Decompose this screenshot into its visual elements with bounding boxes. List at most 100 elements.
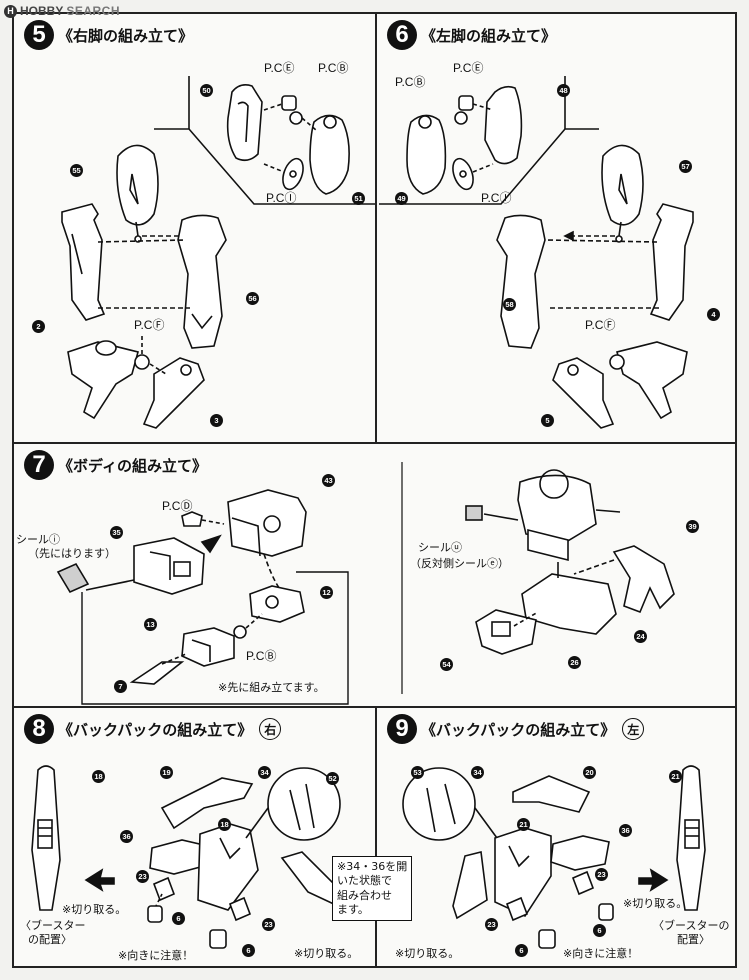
step-6-pc-f-label: P.CⒻ	[585, 318, 616, 332]
step-6-part-4: 4	[707, 308, 720, 321]
step-8-part-36: 36	[120, 830, 133, 843]
step-8-part-23b: 23	[262, 918, 275, 931]
step-5-part-55: 55	[70, 164, 83, 177]
step-5-part-2: 2	[32, 320, 45, 333]
step-9-part-20: 20	[583, 766, 596, 779]
step-9-part-21b: 21	[517, 818, 530, 831]
hobby-logo-icon: H	[4, 4, 17, 18]
step-7-panel: 7 《ボディの組み立て》	[12, 442, 737, 708]
step-8-part-23a: 23	[136, 870, 149, 883]
step-9-part-53: 53	[411, 766, 424, 779]
step-8-part-34: 34	[258, 766, 271, 779]
step-8-panel: 8 《バックパックの組み立て》 右 ※切り取る。 ※切り取る。 ※向きに注意！ …	[12, 706, 413, 968]
step-6-pc-i-label: P.CⒾ	[481, 191, 512, 205]
step-8-assembly-note-box: ※34・36を開 いた状態で 組み合わせ ます。	[332, 856, 413, 922]
step-8-part-19: 19	[160, 766, 173, 779]
step-6-number: 6	[387, 20, 417, 50]
step-5-part-3: 3	[210, 414, 223, 427]
step-9-part-6b: 6	[515, 944, 528, 957]
step-6-part-57: 57	[679, 160, 692, 173]
watermark-brand: HOBBY	[20, 4, 64, 18]
step-7-title: 《ボディの組み立て》	[58, 456, 207, 475]
step-8-box-line-2: いた状態で	[337, 874, 392, 888]
step-9-booster-caption-2: 配置〉	[677, 933, 710, 946]
watermark-suffix: SEARCH	[66, 4, 121, 18]
step-6-part-5: 5	[541, 414, 554, 427]
step-8-header: 8 《バックパックの組み立て》 右	[24, 714, 282, 744]
step-7-part-35: 35	[110, 526, 123, 539]
step-9-booster-caption-1: 〈ブースターの	[653, 919, 730, 932]
step-8-cut-note-2: ※切り取る。	[294, 947, 359, 960]
step-9-panel: 9 《バックパックの組み立て》 左 ※切り取る。 ※切り取る。 ※向きに注意！ …	[375, 706, 737, 968]
step-7-seal-i-note: （先にはります）	[28, 547, 116, 560]
step-8-box-line-3: 組み合わせ	[337, 888, 392, 902]
step-7-part-54: 54	[440, 658, 453, 671]
step-8-part-18b: 18	[218, 818, 231, 831]
step-5-part-50: 50	[200, 84, 213, 97]
step-7-part-24: 24	[634, 630, 647, 643]
step-7-part-13: 13	[144, 618, 157, 631]
step-7-part-26: 26	[568, 656, 581, 669]
step-8-box-line-4: ます。	[337, 902, 369, 916]
step-8-side-badge: 右	[259, 718, 282, 740]
step-5-panel: 5 《右脚の組み立て》	[12, 12, 377, 444]
step-9-direction-note: ※向きに注意！	[563, 947, 639, 960]
step-8-number: 8	[24, 714, 54, 744]
step-7-seal-u-note: （反対側シールⓔ）	[410, 557, 509, 570]
step-8-direction-note: ※向きに注意！	[118, 949, 194, 962]
step-7-header: 7 《ボディの組み立て》	[24, 450, 207, 480]
step-6-part-48: 48	[557, 84, 570, 97]
step-8-part-52: 52	[326, 772, 339, 785]
step-6-part-49: 49	[395, 192, 408, 205]
step-5-part-56: 56	[246, 292, 259, 305]
step-6-part-58: 58	[503, 298, 516, 311]
step-9-side-badge: 左	[622, 718, 645, 740]
step-5-pc-f-label: P.CⒻ	[134, 318, 165, 332]
step-9-cut-note-2: ※切り取る。	[395, 947, 460, 960]
step-9-number: 9	[387, 714, 417, 744]
step-6-pc-b-label: P.CⒷ	[395, 75, 426, 89]
step-5-number: 5	[24, 20, 54, 50]
step-5-pc-i-label: P.CⒾ	[266, 191, 297, 205]
step-8-drawing	[31, 765, 343, 949]
step-6-title: 《左脚の組み立て》	[421, 26, 557, 45]
step-7-part-39: 39	[686, 520, 699, 533]
step-7-pc-d-label: P.CⒹ	[162, 499, 193, 513]
step-8-part-6b: 6	[242, 944, 255, 957]
step-7-part-12: 12	[320, 586, 333, 599]
step-9-title: 《バックパックの組み立て》	[421, 720, 616, 739]
step-7-part-7: 7	[114, 680, 127, 693]
step-7-seal-u-label: シールⓤ	[418, 541, 462, 554]
step-9-part-21a: 21	[669, 770, 682, 783]
step-7-number: 7	[24, 450, 54, 480]
step-8-booster-caption-2: の配置〉	[28, 933, 72, 946]
step-9-part-34: 34	[471, 766, 484, 779]
step-5-header: 5 《右脚の組み立て》	[24, 20, 193, 50]
step-6-pc-e-label: P.CⒺ	[453, 61, 484, 75]
step-8-part-6a: 6	[172, 912, 185, 925]
step-9-part-23a: 23	[595, 868, 608, 881]
step-7-pc-b-label: P.CⒷ	[246, 649, 277, 663]
step-5-title: 《右脚の組み立て》	[58, 26, 194, 45]
step-5-pc-b-label: P.CⒷ	[318, 61, 349, 75]
watermark: H HOBBY SEARCH	[4, 2, 120, 20]
step-8-part-18a: 18	[92, 770, 105, 783]
step-7-pre-assemble-note: ※先に組み立てます。	[218, 681, 325, 694]
step-9-part-36: 36	[619, 824, 632, 837]
step-8-box-line-1: ※34・36を開	[337, 860, 408, 873]
step-9-cut-note-1: ※切り取る。	[623, 897, 688, 910]
step-7-drawing	[56, 462, 675, 705]
step-7-part-43: 43	[322, 474, 335, 487]
step-5-drawing	[61, 76, 376, 429]
step-5-pc-e-label: P.CⒺ	[264, 61, 295, 75]
step-6-header: 6 《左脚の組み立て》	[387, 20, 556, 50]
step-9-drawing	[402, 765, 706, 949]
step-8-booster-caption-1: 〈ブースター	[20, 919, 86, 932]
step-8-title: 《バックパックの組み立て》	[58, 720, 253, 739]
step-6-panel: 6 《左脚の組み立て》 P.CⒺ P	[375, 12, 737, 444]
step-9-part-6a: 6	[593, 924, 606, 937]
step-7-seal-i-label: シールⓘ	[16, 533, 60, 546]
step-9-part-23b: 23	[485, 918, 498, 931]
step-9-header: 9 《バックパックの組み立て》 左	[387, 714, 645, 744]
step-8-cut-note-1: ※切り取る。	[62, 903, 127, 916]
